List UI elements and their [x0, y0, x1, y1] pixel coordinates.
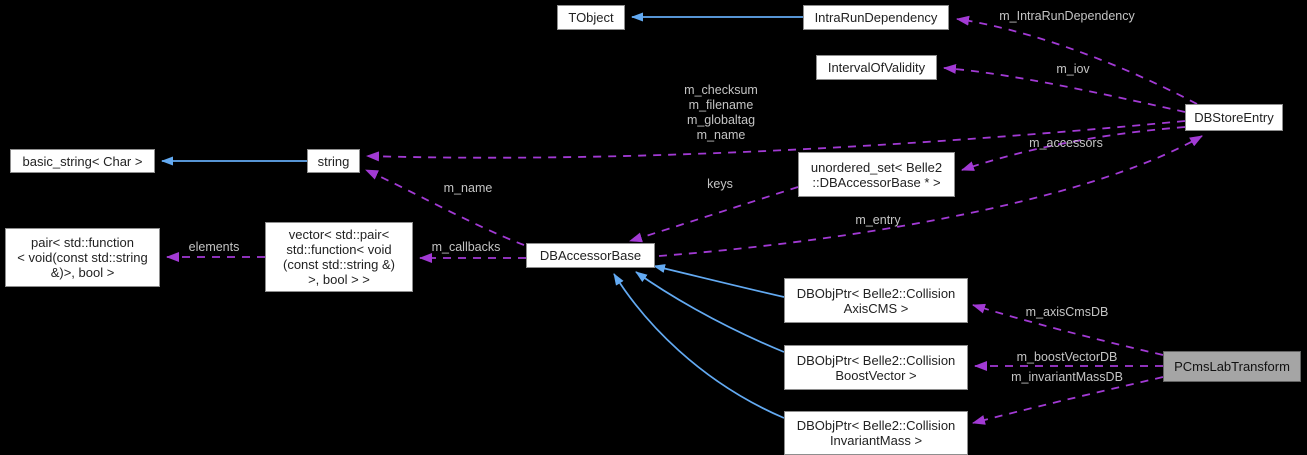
node-unordered-set[interactable]: unordered_set< Belle2 ::DBAccessorBase *…: [798, 152, 955, 197]
edge-label-m-iov: m_iov: [1056, 62, 1090, 76]
edge-label-m-intrarundependency: m_IntraRunDependency: [999, 9, 1135, 23]
edge-label-elements: elements: [188, 240, 240, 254]
node-dbobjptr-boost-vector-line2: BoostVector >: [835, 367, 917, 383]
node-dbobjptr-boost-vector[interactable]: DBObjPtr< Belle2::Collision BoostVector …: [784, 345, 968, 390]
edge-label-m-axiscmsdb: m_axisCmsDB: [1025, 305, 1109, 319]
node-pcms-lab-transform-label: PCmsLabTransform: [1174, 359, 1290, 374]
node-tobject-label: TObject: [568, 10, 614, 25]
edge-label-dbstoreentry-string-members: m_checksum m_filename m_globaltag m_name: [684, 83, 758, 143]
node-dbobjptr-axis-cms[interactable]: DBObjPtr< Belle2::Collision AxisCMS >: [784, 278, 968, 323]
node-interval-of-validity[interactable]: IntervalOfValidity: [816, 55, 937, 80]
node-vector[interactable]: vector< std::pair< std::function< void (…: [265, 222, 413, 292]
node-intra-run-dependency-label: IntraRunDependency: [814, 10, 938, 25]
node-vector-line2: std::function< void: [286, 242, 392, 257]
node-dbobjptr-boost-vector-line1: DBObjPtr< Belle2::Collision: [796, 352, 956, 368]
edge-inheritance-invariantmass-dbaccessorbase: [613, 273, 785, 419]
edge-label-m-globaltag: m_globaltag: [686, 113, 756, 127]
node-vector-line1: vector< std::pair<: [288, 227, 390, 242]
node-basic-string-label: basic_string< Char >: [22, 153, 143, 169]
node-basic-string[interactable]: basic_string< Char >: [10, 149, 155, 173]
edge-label-m-callbacks: m_callbacks: [431, 240, 501, 254]
edge-usage-dbstoreentry-string: [366, 120, 1186, 162]
node-interval-of-validity-label: IntervalOfValidity: [827, 60, 926, 75]
edge-label-m-invariantmassdb: m_invariantMassDB: [1011, 370, 1123, 384]
node-tobject[interactable]: TObject: [557, 5, 625, 30]
edge-label-keys: keys: [707, 177, 733, 191]
edge-label-m-checksum: m_checksum: [684, 83, 758, 97]
edge-label-m-accessors: m_accessors: [1029, 136, 1103, 150]
node-db-store-entry[interactable]: DBStoreEntry: [1185, 104, 1283, 131]
edge-label-m-filename: m_filename: [688, 98, 754, 112]
node-dbobjptr-invariant-mass[interactable]: DBObjPtr< Belle2::Collision InvariantMas…: [784, 411, 968, 455]
node-string-label: string: [317, 153, 350, 169]
node-dbobjptr-invariant-mass-line1: DBObjPtr< Belle2::Collision: [796, 418, 956, 433]
edge-label-m-name-member: m_name: [696, 128, 746, 142]
edge-inheritance-axiscms-dbaccessorbase: [653, 264, 785, 298]
edge-usage-dbstoreentry-intrarundependency: [956, 15, 1198, 105]
node-vector-line3: (const std::string &): [283, 257, 395, 272]
node-pcms-lab-transform: PCmsLabTransform: [1163, 351, 1301, 382]
edge-label-m-entry: m_entry: [855, 213, 901, 227]
edge-usage-dbaccessorbase-string: [365, 169, 525, 246]
node-unordered-set-line2: ::DBAccessorBase * >: [812, 174, 941, 190]
node-db-store-entry-label: DBStoreEntry: [1194, 110, 1274, 125]
node-dbobjptr-axis-cms-line1: DBObjPtr< Belle2::Collision: [796, 285, 956, 301]
node-db-accessor-base[interactable]: DBAccessorBase: [526, 243, 655, 268]
node-dbobjptr-invariant-mass-line2: InvariantMass >: [829, 433, 923, 448]
node-pair-line2: < void(const std::string: [17, 250, 148, 265]
node-vector-line4: >, bool > >: [308, 272, 370, 287]
edge-usage-dbstoreentry-intervalofvalidity: [943, 63, 1186, 113]
node-db-accessor-base-label: DBAccessorBase: [539, 248, 642, 263]
node-pair[interactable]: pair< std::function < void(const std::st…: [5, 228, 160, 287]
node-string[interactable]: string: [307, 149, 360, 173]
edge-usage-dbstoreentry-unorderedset: [961, 126, 1186, 171]
node-intra-run-dependency[interactable]: IntraRunDependency: [803, 5, 949, 30]
node-pair-line3: &)>, bool >: [50, 265, 115, 280]
edge-usage-unorderedset-dbaccessorbase: [629, 186, 799, 243]
edge-label-m-boostvectordb: m_boostVectorDB: [1016, 350, 1118, 364]
edge-label-m-name: m_name: [443, 181, 493, 195]
edge-usage-dbaccessorbase-dbstoreentry: [658, 135, 1203, 257]
node-unordered-set-line1: unordered_set< Belle2: [810, 159, 943, 175]
node-dbobjptr-axis-cms-line2: AxisCMS >: [843, 300, 909, 316]
edge-inheritance-boostvector-dbaccessorbase: [635, 271, 785, 353]
node-pair-line1: pair< std::function: [31, 235, 134, 250]
